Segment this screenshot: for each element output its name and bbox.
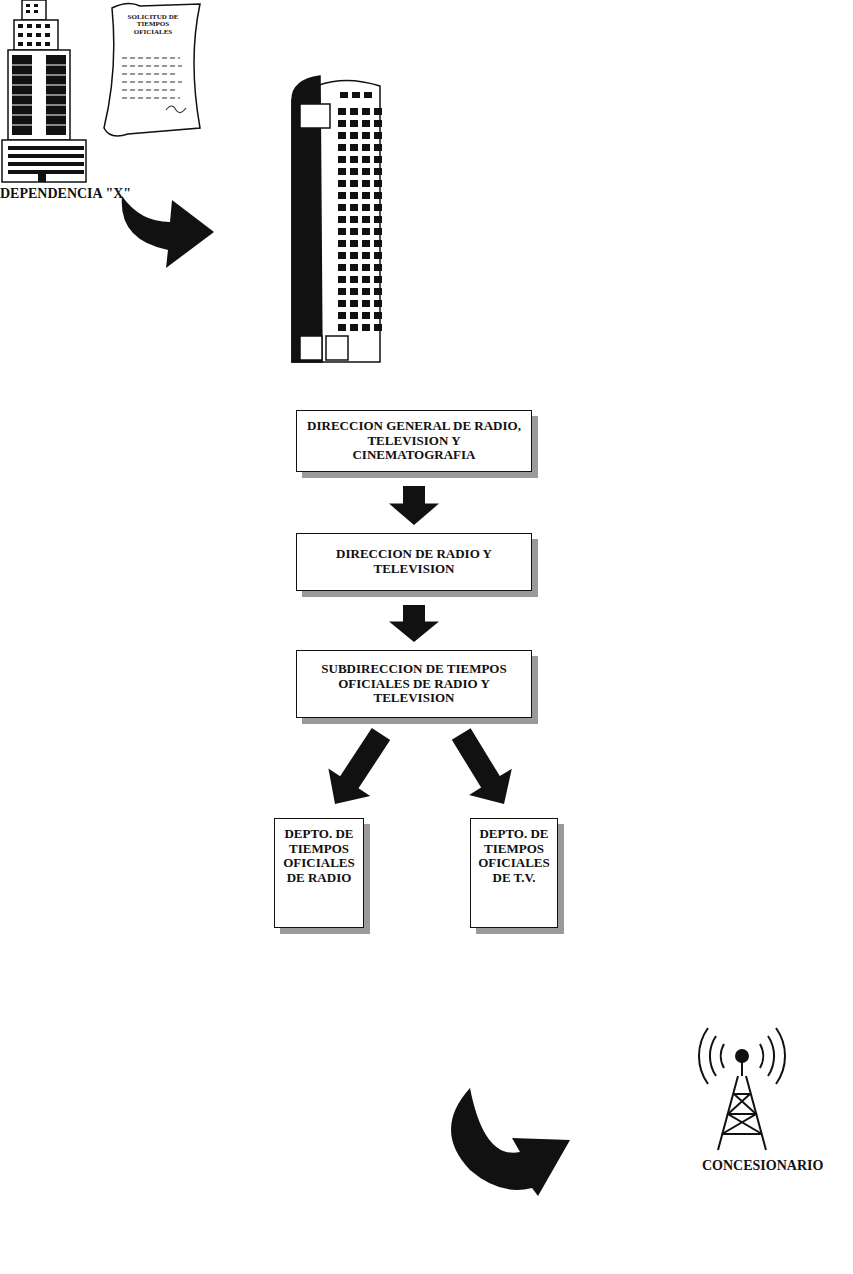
building-icon (292, 76, 382, 362)
block-arrow (452, 728, 512, 804)
box-label: DIRECCION DE RADIO Y TELEVISION (305, 547, 523, 576)
department-box: DEPTO. DE TIEMPOS OFICIALES DE T.V. (470, 818, 558, 928)
office-box: DIRECCION GENERAL DE RADIO, TELEVISION Y… (296, 410, 532, 472)
document-title: SOLICITUD DE TIEMPOS OFICIALES (124, 14, 182, 36)
box-label: SUBDIRECCION DE TIEMPOS OFICIALES DE RAD… (305, 662, 523, 706)
document-icon (104, 3, 200, 136)
box-label: DEPTO. DE TIEMPOS OFICIALES DE T.V. (478, 827, 550, 885)
entity-label: CONCESIONARIO (702, 1158, 823, 1174)
block-arrow (328, 728, 390, 804)
department-box: DEPTO. DE TIEMPOS OFICIALES DE RADIO (274, 818, 364, 928)
office-box: DIRECCION DE RADIO Y TELEVISION (296, 533, 532, 591)
block-arrow (389, 486, 439, 525)
curved-arrow (122, 196, 214, 268)
entity-label: DEPENDENCIA "X" (0, 186, 131, 202)
antenna-tower-icon (699, 1028, 785, 1150)
box-label: DEPTO. DE TIEMPOS OFICIALES DE RADIO (283, 827, 355, 885)
building-icon (2, 0, 86, 182)
office-box: SUBDIRECCION DE TIEMPOS OFICIALES DE RAD… (296, 650, 532, 718)
box-label: DIRECCION GENERAL DE RADIO, TELEVISION Y… (305, 419, 523, 463)
curved-arrow (451, 1088, 570, 1196)
block-arrow (389, 605, 439, 642)
